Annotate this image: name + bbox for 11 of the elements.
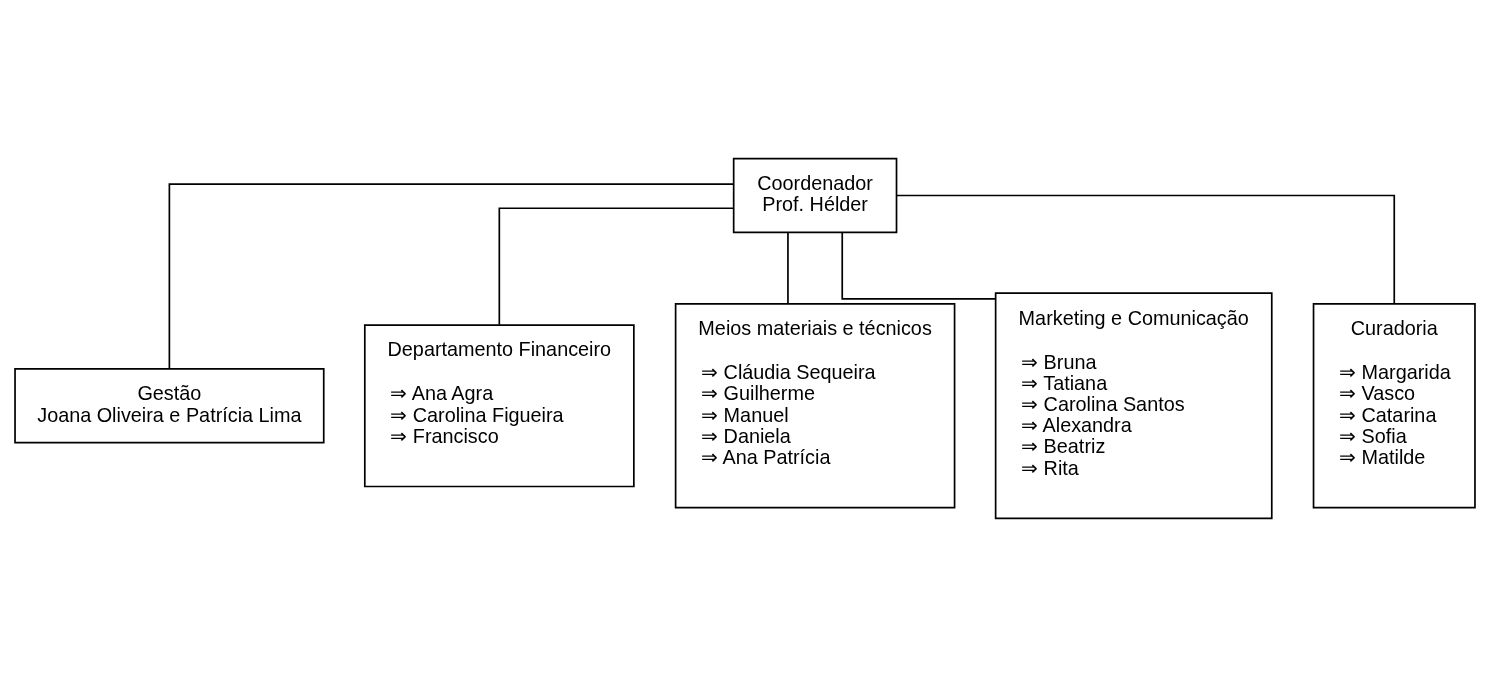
- node-box: Curadoria ⇒ Margarida ⇒ Vasco ⇒ Catarina ⇒ Sofia ⇒ Matilde: [1312, 302, 1476, 509]
- node-box: Departamento Financeiro ⇒ Ana Agra ⇒ Carolina Figueira ⇒ Francisco: [363, 324, 635, 488]
- connector: [168, 183, 735, 370]
- connector: [787, 231, 789, 305]
- connector: [841, 231, 997, 300]
- node-box: Gestão Joana Oliveira e Patrícia Lima: [14, 368, 325, 444]
- node-box: Marketing e Comunicação ⇒ Bruna ⇒ Tatiana ⇒ Carolina Santos ⇒ Alexandra ⇒ Beatriz ⇒ Rita: [994, 292, 1273, 520]
- connector: [896, 194, 1396, 305]
- connector: [498, 207, 735, 326]
- node-box: Coordenador Prof. Hélder: [732, 157, 898, 234]
- node-box: Meios materiais e técnicos ⇒ Cláudia Sequeira ⇒ Guilherme ⇒ Manuel ⇒ Daniela ⇒ Ana Patrícia: [674, 302, 956, 509]
